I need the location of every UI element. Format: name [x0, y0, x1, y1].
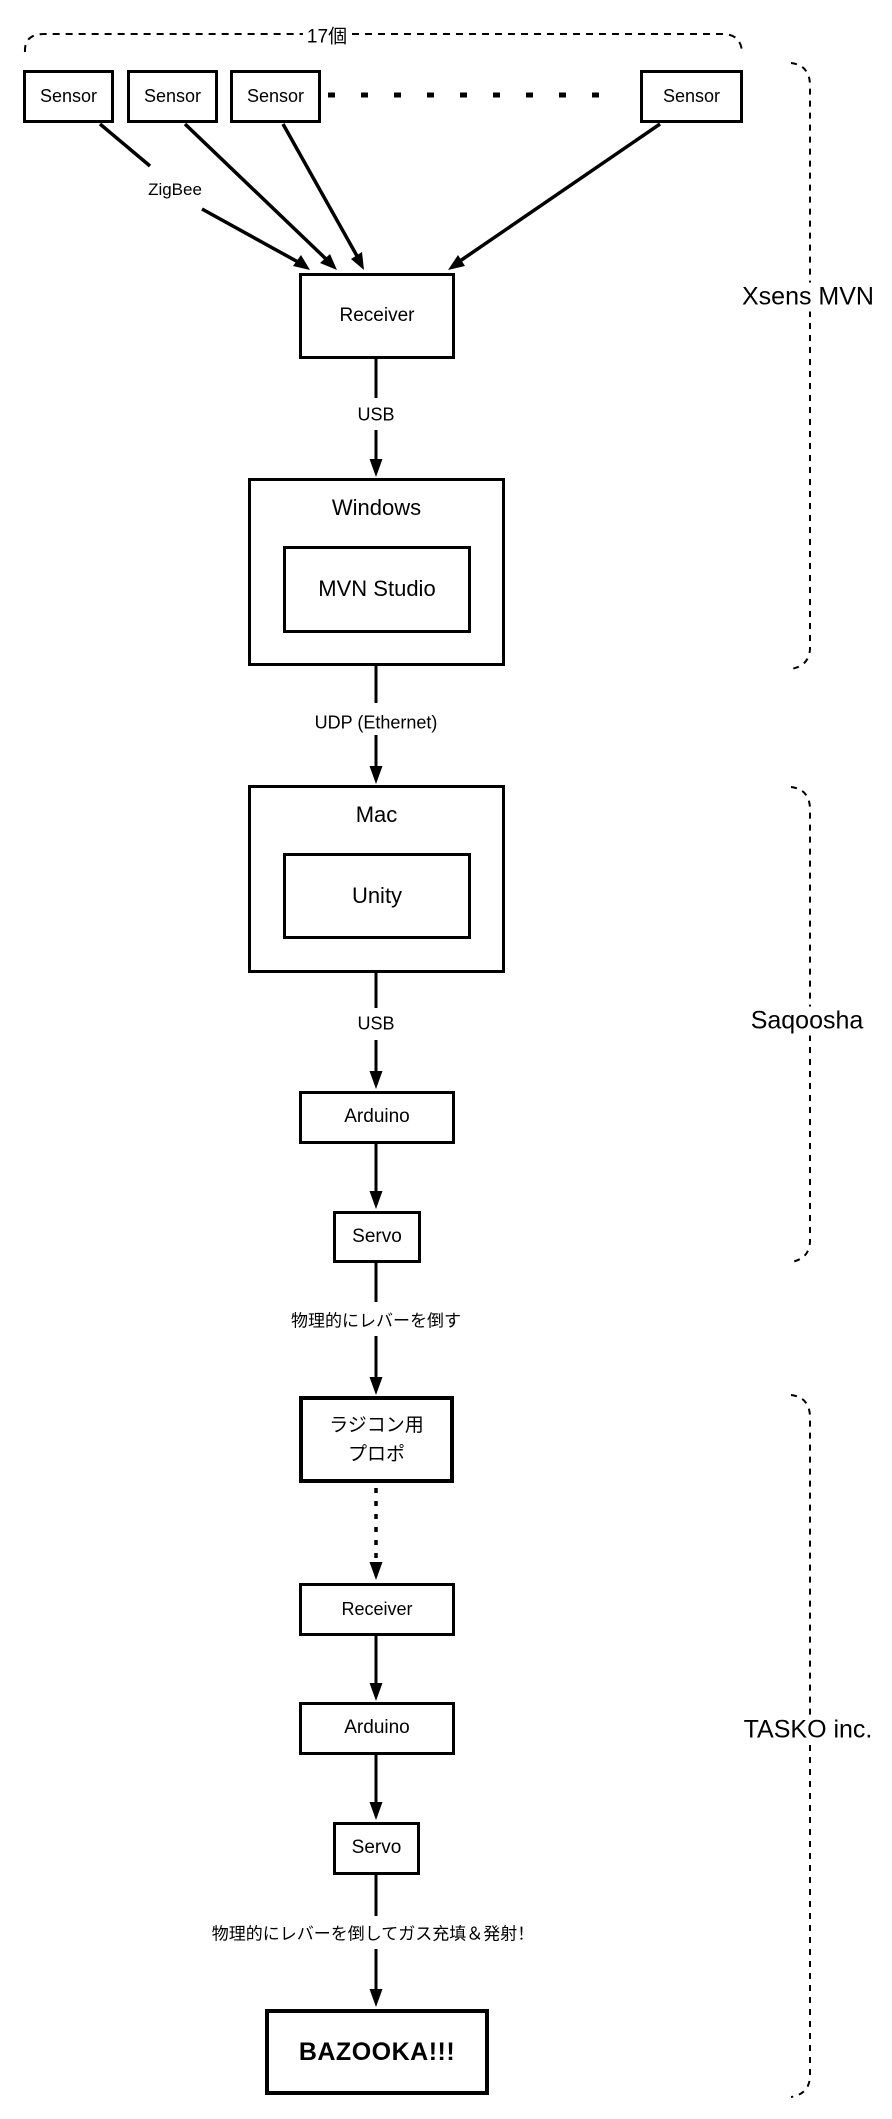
group-label-xsens-mvn: Xsens MVN — [738, 282, 878, 312]
flow-arrowheads — [369, 459, 383, 2007]
sensor-label: Sensor — [39, 85, 98, 106]
sensor-count-label: 17個 — [302, 21, 352, 49]
usb-label-2: USB — [353, 1013, 399, 1035]
sensor-label: Sensor — [662, 85, 721, 106]
unity-box: Unity — [283, 853, 471, 939]
fire-action-label: 物理的にレバーを倒してガス充填＆発射！ — [207, 1919, 539, 1945]
servo-box-1: Servo — [333, 1211, 421, 1263]
receiver-box-2: Receiver — [299, 1583, 455, 1636]
receiver-label: Receiver — [339, 304, 415, 326]
tasko-bracket-bottom — [790, 1745, 811, 2098]
arduino-box-2: Arduino — [299, 1702, 455, 1755]
mvn-studio-label: MVN Studio — [318, 576, 436, 602]
count-bracket — [23, 33, 743, 53]
receiver-label: Receiver — [341, 1598, 413, 1619]
lever-action-label: 物理的にレバーを倒す — [287, 1306, 465, 1332]
saqoosha-bracket-bottom — [790, 1035, 811, 1263]
receiver-box-1: Receiver — [299, 273, 455, 359]
xsens-bracket-bottom — [790, 311, 811, 670]
bazooka-label: BAZOOKA!!! — [298, 2038, 456, 2066]
servo-label: Servo — [352, 1225, 402, 1247]
arduino-label: Arduino — [344, 1106, 410, 1128]
xsens-bracket-top — [790, 62, 811, 284]
rc-propo-box: ラジコン用 プロポ — [299, 1396, 454, 1483]
sensor-box-2: Sensor — [127, 70, 218, 123]
group-label-tasko-inc: TASKO inc. — [739, 1715, 877, 1745]
udp-ethernet-label: UDP (Ethernet) — [310, 712, 442, 734]
arduino-label: Arduino — [344, 1717, 410, 1739]
rc-propo-label-line1: ラジコン用 — [329, 1414, 424, 1436]
saqoosha-bracket-top — [790, 786, 811, 1007]
group-brackets — [790, 62, 811, 2098]
servo-box-2: Servo — [333, 1822, 420, 1875]
servo-label: Servo — [351, 1837, 402, 1859]
windows-label: Windows — [331, 495, 422, 520]
sensor-box-3: Sensor — [230, 70, 321, 123]
zigbee-label: ZigBee — [144, 180, 206, 200]
sensor-box-4: Sensor — [640, 70, 743, 123]
sensor-arrow-lines — [98, 122, 661, 264]
arduino-box-1: Arduino — [299, 1091, 455, 1144]
tasko-bracket-top — [790, 1394, 811, 1716]
sensor-label: Sensor — [143, 85, 202, 106]
rc-propo-label-line2: プロポ — [347, 1443, 405, 1465]
unity-label: Unity — [351, 882, 403, 908]
sensor-arrowheads — [293, 252, 465, 270]
usb-label-1: USB — [353, 404, 399, 426]
mvn-studio-box: MVN Studio — [283, 546, 471, 633]
group-label-saqoosha: Saqoosha — [746, 1006, 868, 1036]
sensor-label: Sensor — [246, 85, 305, 106]
bazooka-box: BAZOOKA!!! — [265, 2009, 489, 2095]
mac-label: Mac — [355, 802, 398, 827]
sensor-box-1: Sensor — [23, 70, 114, 123]
